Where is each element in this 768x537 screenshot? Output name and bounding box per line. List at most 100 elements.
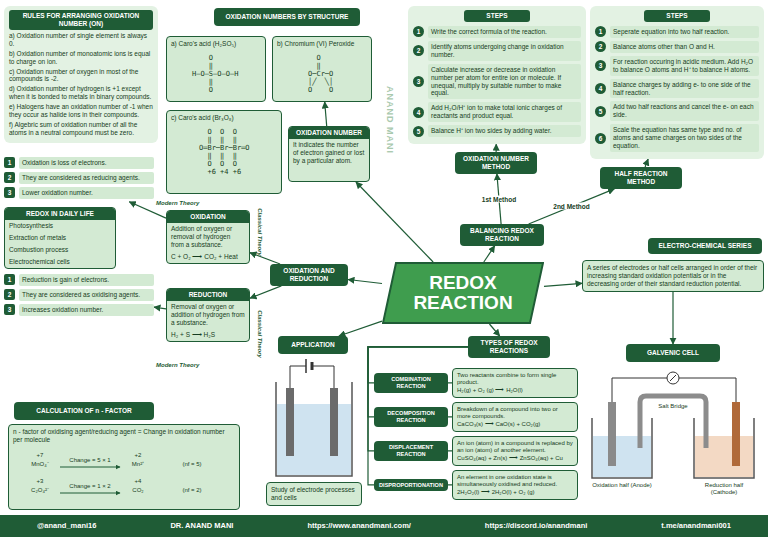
step-row: 2Balance atoms other than O and H. xyxy=(595,41,759,53)
half-cell-label: Oxidation half (Anode) xyxy=(589,482,655,489)
connector xyxy=(356,182,433,262)
callout-number: 1 xyxy=(413,26,424,37)
node-text: Balance atoms other than O and H. xyxy=(610,41,759,53)
heading: REDUCTION xyxy=(167,289,249,301)
node-text: Reduction is gain of electrons. xyxy=(19,274,154,286)
connector xyxy=(489,324,499,336)
info-box: An element in one oxidation state is sim… xyxy=(452,470,578,500)
node-text: HALF REACTION METHOD xyxy=(604,170,678,186)
header-pill: APPLICATION xyxy=(278,336,348,354)
node-text: OXIDATION AND REDUCTION xyxy=(274,267,344,283)
reaction-type: DECOMPOSITION REACTION xyxy=(374,407,448,427)
titled-box: REDOX IN DAILY LIFEPhotosynthesisExtract… xyxy=(4,207,116,269)
callout-number: 4 xyxy=(595,83,606,94)
node-text: https://www.anandmani.com/ xyxy=(307,521,410,530)
point-list: 1Oxidation is loss of electrons. 2They ar… xyxy=(4,157,154,202)
connector xyxy=(672,292,673,344)
node-text: Study of electrode processes and cells xyxy=(271,486,357,502)
node-text: H₂(g) + O₂ (g) ⟶ H₂O(l) xyxy=(457,387,573,394)
callout-number: 3 xyxy=(413,76,424,87)
node-text: Photosynthesis xyxy=(5,220,115,232)
reaction-type: COMBINATION REACTION xyxy=(374,373,448,393)
node-text: https://discord.io/anandmani xyxy=(485,521,588,530)
node-text: d) Oxidation number of hydrogen is +1 ex… xyxy=(9,85,153,101)
node-text: a) Oxidation number of single element is… xyxy=(9,32,153,48)
central-node: REDOX REACTION xyxy=(382,262,544,324)
callout-number: 2 xyxy=(413,45,424,56)
node-text: Identify atoms undergoing change in oxid… xyxy=(428,41,581,61)
steps-panel: STEPS1Seperate equation into two half re… xyxy=(590,6,764,159)
node-text: f) Algebric sum of oxidation number of a… xyxy=(9,121,153,137)
oxidation-state: +4 xyxy=(135,478,142,485)
node-text: DECOMPOSITION REACTION xyxy=(376,410,446,424)
step-row: 3Calculate increase or decrease in oxida… xyxy=(413,64,581,100)
header-pill: BALANCING REDOX REACTION xyxy=(460,224,544,246)
callout-number: 5 xyxy=(413,126,424,137)
node-text: They are considered as oxidising agents. xyxy=(19,289,154,301)
nf-value: (nf = 2) xyxy=(182,487,201,494)
formula: MnO₄⁻ xyxy=(31,461,48,468)
header-pill: CALCULATION OF n - FACTOR xyxy=(14,402,154,420)
theory-label: Modern Theory xyxy=(156,200,199,207)
electrode xyxy=(330,388,338,456)
salt-bridge xyxy=(640,396,706,448)
node-text: Increases oxidation number. xyxy=(19,304,154,316)
watermark: ANAND MANI xyxy=(385,86,396,154)
electrode xyxy=(286,388,294,456)
beaker xyxy=(276,382,352,476)
reaction-type: DISPROPORTIONATION xyxy=(374,479,448,492)
step-row: 6Scale the equation has same type and no… xyxy=(595,124,759,152)
step-row: 1Seperate equation into two half reactio… xyxy=(595,26,759,38)
connector xyxy=(325,102,327,126)
theory-label: Classical Theory xyxy=(255,208,262,256)
connector xyxy=(484,246,495,262)
node-text: b) Oxidation number of monoatomic ions i… xyxy=(9,50,153,66)
node-text: An ion (atom) in a compound is replaced … xyxy=(457,440,573,455)
anode xyxy=(608,402,616,466)
node-text: n - factor of oxidising agent/reducing a… xyxy=(13,428,235,444)
formula: Mn²⁺ xyxy=(132,461,144,468)
node-text: Two reactants combine to form single pro… xyxy=(457,372,573,387)
nf-value: (nf = 5) xyxy=(182,461,201,468)
beaker xyxy=(592,418,754,478)
node-text: A series of electrodes or half cells arr… xyxy=(587,264,759,288)
step-row: 2They are considered as oxidising agents… xyxy=(4,289,154,301)
header-pill: TYPES OF REDOX REACTIONS xyxy=(468,336,550,358)
structure-formula: ‖ ‖ ‖ xyxy=(199,152,237,160)
info-box: Study of electrode processes and cells xyxy=(266,482,362,506)
change-note: Change = 1 × 2 xyxy=(69,483,110,490)
theory-label: Modern Theory xyxy=(156,362,199,369)
structure-formula: ‖ xyxy=(192,62,213,70)
node-text: Extraction of metals xyxy=(5,232,115,244)
callout-number: 2 xyxy=(4,172,15,183)
node-text: Add two half reactions and cancel the e-… xyxy=(610,101,759,121)
step-row: 4 Balance charges by adding e- to one sid… xyxy=(595,79,759,99)
structure-formula: ‖ xyxy=(308,62,321,70)
node-text: Balance charges by adding e- to one side… xyxy=(610,79,759,99)
voltmeter xyxy=(667,372,679,384)
node-text: b) Chromium (VI) Peroxide xyxy=(277,40,367,48)
connector xyxy=(348,280,382,284)
structure-formula: O O O xyxy=(199,128,237,136)
half-cell-label: Reduction half (Cathode) xyxy=(691,482,757,496)
callout-number: 3 xyxy=(4,187,15,198)
oxidation-state: +3 xyxy=(37,478,44,485)
node-text: Removal of oxygen or addition of hydroge… xyxy=(167,301,249,329)
node-text: Oxidation is loss of electrons. xyxy=(19,157,154,169)
header-pill: ELECTRO-CHEMICAL SERIES xyxy=(648,238,762,254)
heading: OXIDATION NUMBER xyxy=(289,127,369,139)
node-text: CALCULATION OF n - FACTOR xyxy=(18,407,150,415)
node-text: OXIDATION NUMBERS BY STRUCTURE xyxy=(218,13,356,21)
node-text: Electrochemical cells xyxy=(5,256,115,268)
step-row: 1Oxidation is loss of electrons. xyxy=(4,157,154,169)
header-pill: OXIDATION NUMBER METHOD xyxy=(455,152,537,174)
node-text: Addition of oxygen or removal of hydroge… xyxy=(167,223,249,251)
node-text: CaCO₃(s) ⟶ CaO(s) + CO₂(g) xyxy=(457,421,573,428)
node-text: Breakdown of a compound into two or more… xyxy=(457,406,573,421)
node-text: TYPES OF REDOX REACTIONS xyxy=(472,339,546,355)
node-text: COMBINATION REACTION xyxy=(376,376,446,390)
structure-formula: O─Cr─O xyxy=(308,70,333,78)
step-row: 2They are considered as reducing agents. xyxy=(4,172,154,184)
electrolyte xyxy=(277,404,351,475)
structure-formula: O xyxy=(192,54,213,62)
